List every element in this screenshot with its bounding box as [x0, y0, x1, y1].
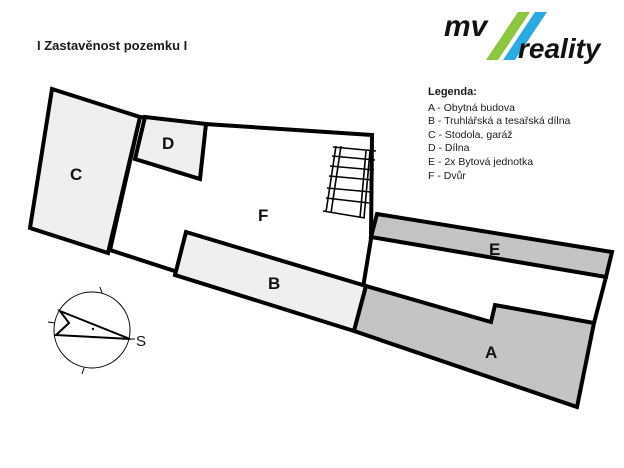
legend-item-b: B - Truhlářská a tesařská dílna	[428, 115, 571, 128]
mv-reality-logo: mv reality	[444, 10, 602, 64]
logo-stripe-blue	[503, 12, 547, 60]
label-d: D	[162, 134, 174, 153]
legend-item-e: E - 2x Bytová jednotka	[428, 155, 534, 168]
area-a	[351, 283, 597, 410]
legend-item-c: C - Stodola, garáž	[428, 128, 513, 141]
legend: Legenda: A - Obytná budova B - Truhlářsk…	[428, 86, 570, 183]
staircase	[322, 145, 377, 219]
legend-item-a: A - Obytná budova	[428, 101, 515, 114]
label-f: F	[258, 206, 268, 225]
area-c	[27, 86, 143, 256]
logo-text-reality: reality	[518, 33, 602, 64]
legend-item-f: F - Dvůr	[428, 169, 466, 182]
legend-item-d: D - Dílna	[428, 142, 470, 155]
boundary-right	[592, 276, 608, 324]
compass-label-s: S	[136, 333, 146, 350]
page-title: I Zastavěnost pozemku I	[37, 38, 188, 53]
compass-icon: S	[47, 286, 146, 375]
compass-arrow	[53, 308, 131, 340]
label-b: B	[268, 274, 280, 293]
label-e: E	[489, 240, 500, 259]
area-d	[132, 114, 209, 182]
logo-stripe-green	[486, 12, 530, 60]
label-c: C	[70, 165, 82, 184]
legend-title: Legenda:	[428, 86, 477, 98]
label-a: A	[485, 343, 497, 362]
logo-text-mv: mv	[444, 10, 490, 43]
